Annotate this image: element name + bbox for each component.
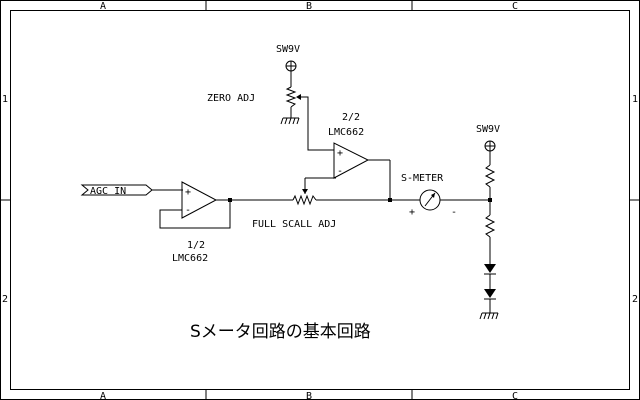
full-scale-pot-arrow	[302, 189, 308, 194]
opamp-u1	[181, 181, 218, 219]
sw9v-right-label: SW9V	[476, 124, 500, 135]
agc-in-label: AGC IN	[90, 186, 126, 197]
u1-minus-sign: -	[185, 205, 191, 216]
s-meter-minus: -	[451, 207, 457, 218]
u2-half-label: 2/2	[342, 112, 360, 123]
ground-zero-adj	[280, 117, 300, 125]
u2-plus-sign: +	[337, 148, 343, 159]
resistor-upper	[484, 164, 496, 188]
row-label-1-right: 1	[632, 94, 638, 105]
zero-adj-label: ZERO ADJ	[207, 93, 255, 104]
row-label-2-right: 2	[632, 294, 638, 305]
diode-upper	[484, 264, 496, 275]
col-label-a-bottom: A	[100, 391, 106, 400]
diagram-title: Sメータ回路の基本回路	[190, 322, 371, 342]
col-label-a-top: A	[100, 1, 106, 12]
full-scale-adj-label: FULL SCALL ADJ	[252, 219, 336, 230]
u1-feedback-wire	[159, 200, 231, 229]
s-meter-label: S-METER	[401, 173, 444, 184]
sw9v-top-label: SW9V	[276, 44, 300, 55]
row-label-2-left: 2	[2, 294, 8, 305]
ground-right	[479, 312, 499, 320]
col-label-b-bottom: B	[306, 391, 312, 400]
row-label-1-left: 1	[2, 94, 8, 105]
u2-part-label: LMC662	[328, 127, 364, 138]
full-scale-pot	[292, 194, 317, 206]
wire-zero-wiper-to-u2	[301, 96, 334, 151]
zero-adj-pot	[285, 86, 297, 108]
resistor-lower	[484, 214, 496, 238]
col-label-c-bottom: C	[512, 391, 518, 400]
node-meter-minus	[488, 198, 492, 202]
u1-half-label: 1/2	[187, 240, 205, 251]
s-meter-needle-arrow	[431, 193, 435, 198]
u1-plus-sign: +	[185, 187, 191, 198]
opamp-u2	[333, 142, 370, 179]
diode-lower	[484, 289, 496, 300]
u2-minus-sign: -	[337, 166, 343, 177]
col-label-c-top: C	[512, 1, 518, 12]
col-label-b-top: B	[306, 1, 312, 12]
zero-adj-pot-arrow	[296, 94, 301, 100]
u1-part-label: LMC662	[172, 253, 208, 264]
agc-in-connector	[80, 184, 153, 196]
s-meter-plus: +	[409, 207, 415, 218]
